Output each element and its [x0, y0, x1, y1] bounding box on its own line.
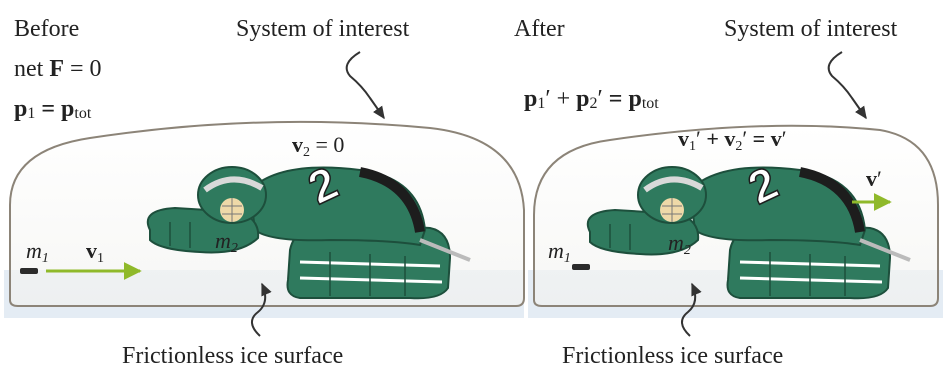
system-pointer-before — [347, 52, 384, 118]
system-of-interest-label-after: System of interest — [724, 16, 898, 42]
system-pointer-after — [829, 52, 866, 118]
ice-surface-label-after: Frictionless ice surface — [562, 343, 783, 369]
net-force-condition: net F = 0 — [14, 56, 102, 82]
system-of-interest-label-before: System of interest — [236, 16, 410, 42]
momentum-equation-before: p1 = ptot — [14, 96, 92, 122]
before-panel: 2 m2 m1 v1 v2 = 0 — [4, 16, 524, 369]
after-panel: 2 m1 m2 v′ v1′ + v2′ = v′ After — [514, 16, 943, 369]
before-heading: Before — [14, 16, 79, 42]
ice-surface-label-before: Frictionless ice surface — [122, 343, 343, 369]
puck-icon-before — [20, 268, 38, 274]
puck-icon-after — [572, 264, 590, 270]
momentum-equation-after: p1′ + p2′ = ptot — [524, 86, 659, 112]
velocity-2-label-before: v2 = 0 — [292, 132, 344, 160]
after-heading: After — [514, 16, 565, 42]
velocity-prime-label-after: v′ — [866, 166, 882, 191]
